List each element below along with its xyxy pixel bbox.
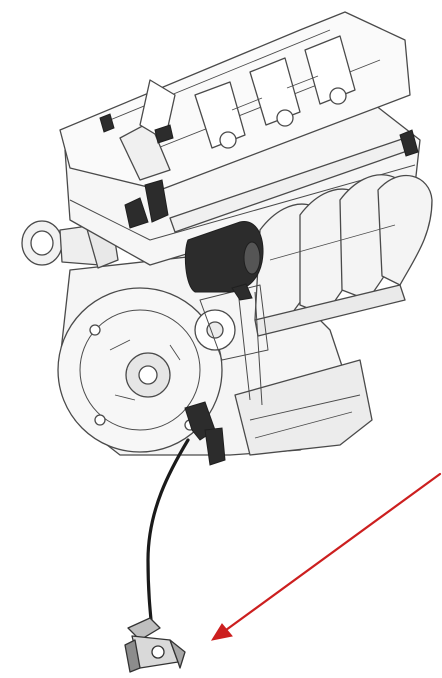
highlighted-sensor: [124, 617, 186, 673]
engine-assembly: [21, 11, 433, 456]
coil-pack-3: [304, 35, 356, 105]
starter-motor: [184, 221, 264, 293]
sensor-cable: [146, 438, 190, 632]
arrow-shaft: [224, 472, 442, 632]
intake-manifold: [254, 174, 433, 337]
dark-components: [99, 113, 419, 466]
coil-pack-2: [249, 57, 301, 126]
pointer-arrow: [210, 472, 442, 641]
coil-pack-1: [194, 81, 246, 149]
arrow-head: [210, 623, 233, 641]
